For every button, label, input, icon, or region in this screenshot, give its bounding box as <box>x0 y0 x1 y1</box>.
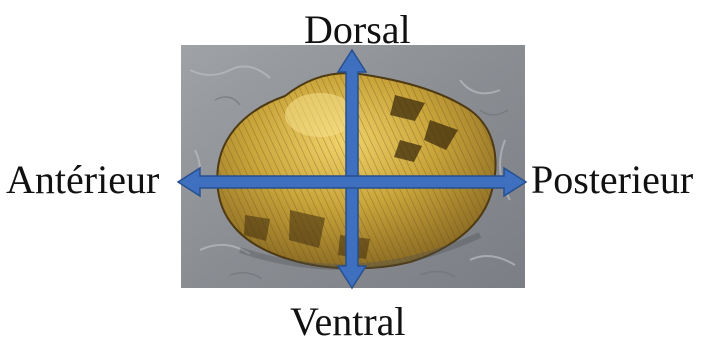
shell-orientation-diagram: Dorsal Ventral Antérieur Posterieur <box>0 0 705 337</box>
label-dorsal: Dorsal <box>304 10 411 50</box>
label-anterior: Antérieur <box>6 160 159 200</box>
label-ventral: Ventral <box>290 302 406 342</box>
label-posterior: Posterieur <box>531 160 693 200</box>
